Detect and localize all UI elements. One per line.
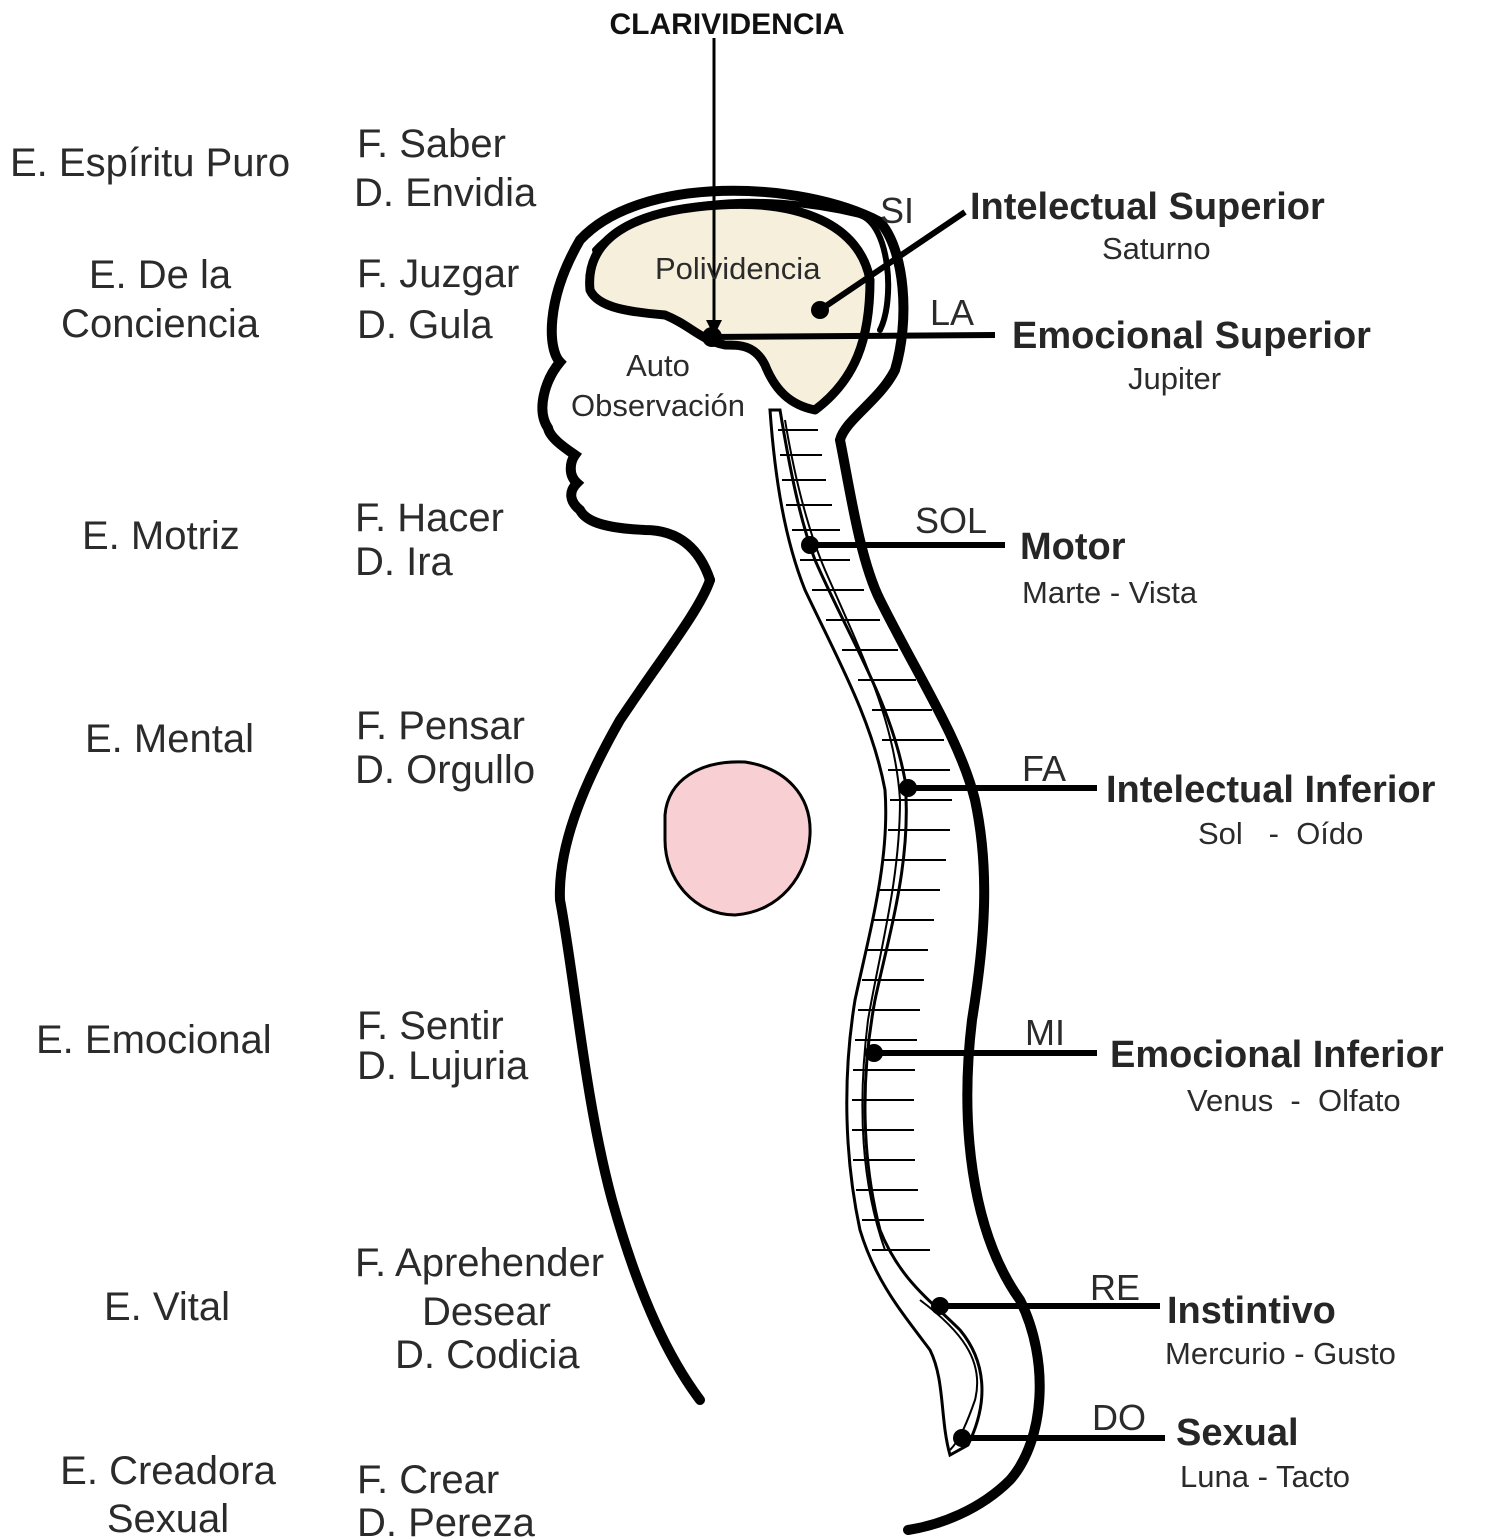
spine xyxy=(770,410,982,1455)
faculty-saber: F. Saber xyxy=(357,124,506,164)
clarividencia-label: CLARIVIDENCIA xyxy=(609,10,844,40)
faculty-aprehender: F. Aprehender xyxy=(355,1243,604,1283)
energy-conciencia: Conciencia xyxy=(61,304,259,344)
defect-ira: D. Ira xyxy=(355,542,453,582)
energy-creadora: E. Creadora xyxy=(60,1451,276,1491)
note-sol: SOL xyxy=(915,503,987,539)
defect-pereza: D. Pereza xyxy=(357,1503,535,1539)
center-intelectual-inferior: Intelectual Inferior xyxy=(1106,771,1435,809)
note-mi: MI xyxy=(1025,1015,1065,1051)
energy-emocional: E. Emocional xyxy=(36,1020,272,1060)
sub-saturno: Saturno xyxy=(1102,233,1211,264)
faculty-hacer: F. Hacer xyxy=(355,498,504,538)
faculty-desear: Desear xyxy=(422,1292,551,1332)
sub-venus-olfato: Venus - Olfato xyxy=(1187,1085,1401,1116)
sub-mercurio-gusto: Mercurio - Gusto xyxy=(1165,1338,1396,1369)
note-la: LA xyxy=(930,295,974,331)
sub-luna-tacto: Luna - Tacto xyxy=(1180,1461,1350,1492)
faculty-juzgar: F. Juzgar xyxy=(357,254,519,294)
defect-lujuria: D. Lujuria xyxy=(357,1046,528,1086)
faculty-pensar: F. Pensar xyxy=(356,706,525,746)
energy-sexual: Sexual xyxy=(107,1499,229,1539)
energy-vital: E. Vital xyxy=(104,1287,230,1327)
energy-espiritu-puro: E. Espíritu Puro xyxy=(10,143,290,183)
energy-mental: E. Mental xyxy=(85,719,254,759)
defect-gula: D. Gula xyxy=(357,305,493,345)
note-si: SI xyxy=(880,193,914,229)
faculty-crear: F. Crear xyxy=(357,1460,499,1500)
energy-motriz: E. Motriz xyxy=(82,516,240,556)
center-motor: Motor xyxy=(1020,528,1126,566)
note-fa: FA xyxy=(1022,751,1066,787)
heart xyxy=(665,762,810,915)
defect-orgullo: D. Orgullo xyxy=(355,750,535,790)
auto-label: Auto xyxy=(626,350,690,381)
sub-marte-vista: Marte - Vista xyxy=(1022,577,1197,608)
defect-codicia: D. Codicia xyxy=(395,1335,580,1375)
note-re: RE xyxy=(1090,1270,1140,1306)
faculty-sentir: F. Sentir xyxy=(357,1006,504,1046)
center-emocional-inferior: Emocional Inferior xyxy=(1110,1036,1444,1074)
center-intelectual-superior: Intelectual Superior xyxy=(970,188,1325,226)
center-emocional-superior: Emocional Superior xyxy=(1012,317,1371,355)
note-do: DO xyxy=(1092,1400,1146,1436)
center-sexual: Sexual xyxy=(1176,1414,1299,1452)
energy-de-la: E. De la xyxy=(89,255,231,295)
polividencia-label: Polividencia xyxy=(655,253,820,284)
center-instintivo: Instintivo xyxy=(1167,1292,1336,1330)
sub-sol-oido: Sol - Oído xyxy=(1198,818,1363,849)
defect-envidia: D. Envidia xyxy=(354,173,536,213)
observacion-label: Observación xyxy=(571,390,745,421)
sub-jupiter: Jupiter xyxy=(1128,363,1221,394)
